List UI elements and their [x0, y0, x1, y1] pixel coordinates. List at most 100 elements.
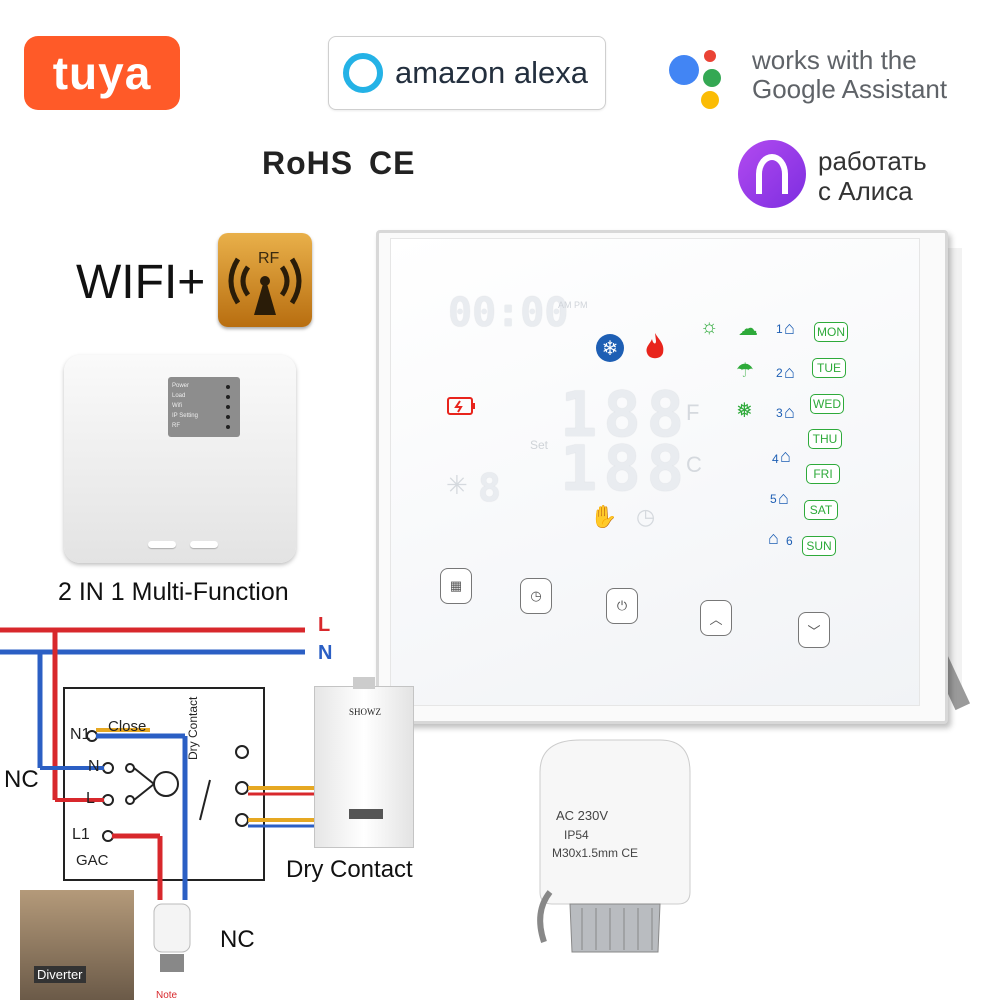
rf-text: RF: [258, 250, 280, 267]
nc-left-label: NC: [4, 766, 39, 793]
tuya-logo: tuya: [24, 36, 180, 110]
sun-icon: ☼: [700, 316, 719, 338]
hand-icon: ✋: [590, 504, 618, 529]
chevron-up-icon: ︿: [709, 611, 723, 627]
actuator-ce: CE: [621, 846, 639, 860]
clock-icon: ◷: [530, 588, 542, 603]
fan-speed-display: 8: [478, 466, 501, 510]
receiver-led-panel: Power Load Wifi IP Setting RF: [168, 377, 240, 437]
rf-receiver: Power Load Wifi IP Setting RF: [64, 355, 296, 563]
flame-icon: [646, 333, 664, 359]
terminal-l: L: [86, 790, 95, 807]
unit-c: C: [686, 452, 702, 477]
ce-text: CE: [369, 145, 416, 181]
set-temp-display: 188: [560, 432, 690, 505]
google-assistant-icon: [669, 50, 721, 109]
schedule-clock-icon: ◷: [636, 504, 656, 529]
multi-function-caption: 2 IN 1 Multi-Function: [58, 578, 289, 606]
set-label: Set: [530, 438, 549, 452]
day-mon: MON: [814, 322, 848, 342]
day-tue: TUE: [812, 358, 846, 378]
nc-bottom-label: NC: [220, 926, 255, 953]
terminal-l1: L1: [72, 826, 90, 843]
tuya-logo-text: tuya: [52, 47, 152, 99]
alice-line2: с Алиса: [818, 176, 913, 206]
close-label: Close: [108, 718, 147, 735]
alice-line1: работать: [818, 146, 927, 176]
rf-badge: RF: [218, 233, 312, 327]
led-power: [226, 385, 230, 389]
leave-icon: ⌂: [780, 446, 791, 466]
day-sat: SAT: [804, 500, 838, 520]
walk-out-icon: ⌂: [784, 362, 795, 382]
diverter-image: [20, 890, 134, 1000]
google-assistant-text: works with the Google Assistant: [752, 46, 947, 104]
alexa-ring-icon: [343, 53, 383, 93]
led-label-wifi: Wifi: [172, 403, 182, 409]
boiler-display: [349, 809, 383, 819]
period-2-icon: 2: [776, 366, 783, 380]
period-1-icon: 1: [776, 322, 783, 336]
wifi-label: WIFI+: [76, 256, 206, 309]
battery-icon: [447, 397, 475, 415]
fan-icon: ✳: [446, 470, 468, 500]
rf-antenna-icon: RF: [228, 250, 302, 315]
led-rf: [226, 425, 230, 429]
small-actuator-image: [153, 903, 191, 972]
gac-label: GAC: [76, 852, 109, 869]
rohs-ce-mark: RoHS CE: [262, 145, 415, 182]
chevron-down-icon: ﹀: [807, 623, 821, 639]
terminal-n1: N1: [70, 726, 91, 743]
boiler-image: SHOWZ: [314, 677, 414, 848]
snow-weather-icon: ❅: [736, 400, 753, 422]
boiler-brand: SHOWZ: [349, 707, 381, 717]
grid-icon: ▦: [449, 578, 463, 593]
up-button[interactable]: ︿: [700, 600, 732, 636]
home-icon: ⌂: [784, 318, 795, 338]
amazon-alexa-badge: amazon alexa: [328, 36, 606, 110]
rain-icon: ☂: [736, 360, 754, 382]
actuator-ip: IP54: [564, 828, 589, 842]
led-load: [226, 395, 230, 399]
clock-button[interactable]: ◷: [520, 578, 552, 614]
thermal-actuator-image: AC 230V IP54 M30x1.5mm CE: [530, 732, 700, 962]
led-wifi: [226, 405, 230, 409]
boiler-flue: [353, 677, 375, 689]
period-6-icon: 6: [786, 534, 793, 548]
google-line1: works with the: [752, 45, 917, 75]
line-l-label: L: [318, 614, 331, 636]
snowflake-icon: ❄: [596, 334, 624, 362]
room-temp-display: 188: [560, 378, 690, 451]
alice-icon: [738, 140, 806, 208]
line-n-label: N: [318, 642, 333, 664]
dry-contact-caption: Dry Contact: [286, 856, 413, 883]
am-pm-indicator: AM PM: [558, 300, 588, 310]
alice-text: работать с Алиса: [818, 146, 927, 206]
led-label-rf: RF: [172, 423, 180, 429]
period-4-icon: 4: [772, 452, 779, 466]
led-label-ip: IP Setting: [172, 413, 198, 419]
down-button[interactable]: ﹀: [798, 612, 830, 648]
actuator-thread: M30x1.5mm: [552, 846, 619, 860]
return-home-icon: ⌂: [784, 402, 795, 422]
period-5-icon: 5: [770, 492, 777, 506]
menu-button[interactable]: ▦: [440, 568, 472, 604]
led-label-power: Power: [172, 383, 190, 389]
sleep-icon: ⌂: [768, 528, 779, 548]
power-button[interactable]: ⏻: [606, 588, 638, 624]
clock-display: 00:00: [448, 290, 569, 336]
terminal-n: N: [88, 758, 100, 775]
led-ip: [226, 415, 230, 419]
receiver-button-right[interactable]: [190, 541, 218, 548]
alexa-text: amazon alexa: [395, 55, 589, 90]
google-line2: Google Assistant: [752, 74, 948, 104]
receiver-button-left[interactable]: [148, 541, 176, 548]
note-label: Note: [156, 990, 178, 1001]
day-sun: SUN: [802, 536, 836, 556]
led-label-load: Load: [172, 393, 186, 399]
unit-f: F: [686, 400, 700, 425]
actuator-voltage: AC 230V: [556, 808, 609, 823]
dry-contact-vertical-label: Dry Contact: [186, 696, 200, 760]
day-fri: FRI: [806, 464, 840, 484]
wiring-diagram: [0, 627, 315, 900]
